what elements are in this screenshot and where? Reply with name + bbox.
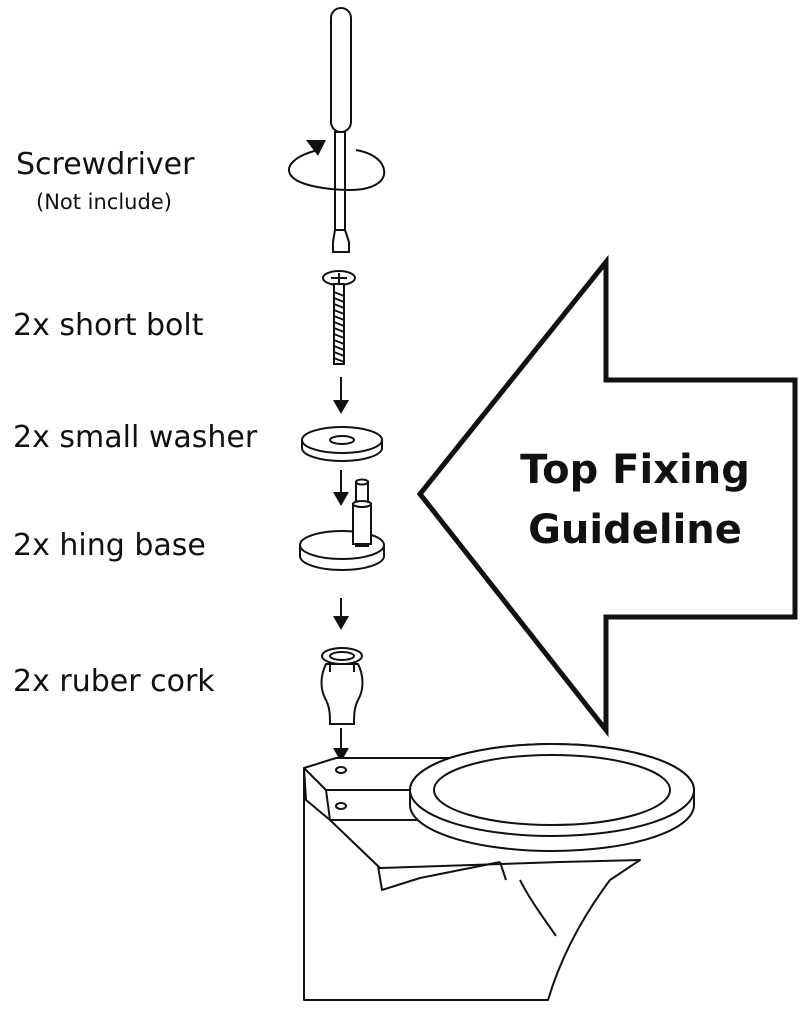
- callout-title-line1: Top Fixing: [520, 447, 750, 493]
- arrow-down-icon: [333, 377, 349, 414]
- callout-arrow: [416, 254, 798, 738]
- callout-title-line2: Guideline: [528, 507, 742, 553]
- toilet-bowl-icon: [303, 743, 695, 1001]
- screwdriver-label: Screwdriver: [16, 147, 195, 182]
- short-bolt-label: 2x short bolt: [13, 308, 204, 343]
- arrow-down-icon: [333, 728, 349, 762]
- arrow-down-icon: [333, 470, 349, 506]
- screwdriver-icon: [288, 7, 386, 253]
- small-washer-label: 2x small washer: [13, 420, 258, 455]
- rubber-cork-label: 2x ruber cork: [13, 664, 215, 699]
- arrow-down-icon: [333, 598, 349, 630]
- hinge-base-label: 2x hing base: [13, 528, 206, 563]
- rubber-cork-icon: [320, 647, 364, 725]
- screwdriver-note: (Not include): [36, 190, 172, 214]
- small-washer-icon: [301, 426, 383, 462]
- hinge-base-icon: [299, 478, 385, 571]
- short-bolt-icon: [322, 270, 356, 365]
